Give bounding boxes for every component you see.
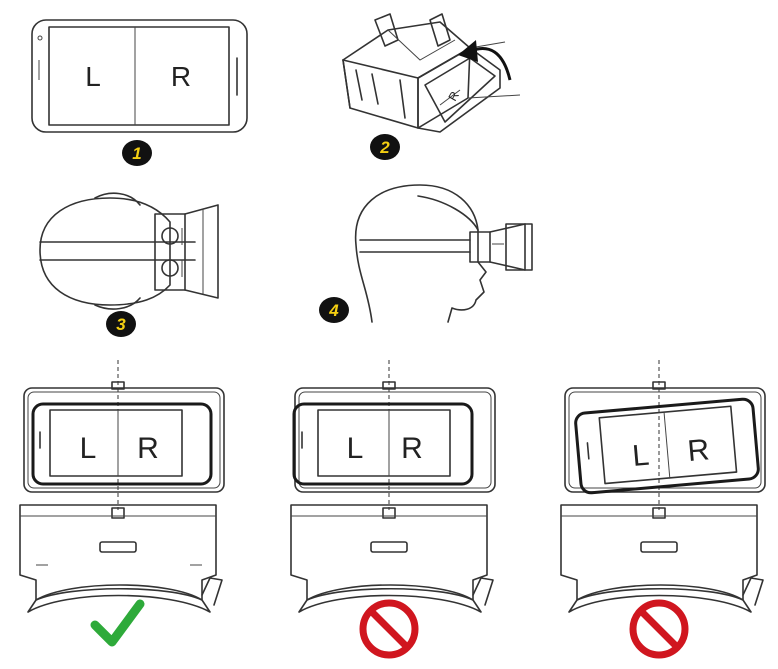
status-prohibited-2 [629, 599, 689, 659]
step-2-number: 2 [379, 138, 390, 157]
placement-2-left-label: L [347, 432, 364, 465]
checkmark-icon [90, 599, 145, 647]
rotate-arrow-icon [458, 40, 478, 62]
step-1-number: 1 [132, 144, 141, 163]
placement-tilted: L R [560, 360, 766, 613]
prohibited-icon [359, 599, 419, 659]
status-prohibited-1 [359, 599, 419, 659]
step-3-badge: 3 [106, 311, 136, 337]
step-3-number: 3 [116, 315, 126, 334]
step-2-badge: 2 [370, 134, 400, 160]
step-1-left-label: L [85, 61, 101, 92]
step-3-top-view [39, 192, 219, 310]
placement-3-left-label: L [631, 439, 651, 473]
step-4-badge: 4 [319, 297, 349, 323]
placement-1-right-label: R [137, 432, 159, 465]
step-1-badge: 1 [122, 140, 152, 166]
step-2-screen-label: R [445, 89, 462, 104]
step-1-phone: L R [31, 19, 248, 133]
placement-1-left-label: L [80, 432, 97, 465]
step-2-headset: R [342, 13, 521, 133]
step-1-right-label: R [171, 61, 191, 92]
step-4-side-view [354, 184, 533, 323]
placement-shifted: L R [290, 360, 496, 613]
placement-3-right-label: R [686, 433, 710, 468]
placement-2-right-label: R [401, 432, 423, 465]
placement-correct: L R [19, 360, 225, 613]
prohibited-icon [629, 599, 689, 659]
step-4-number: 4 [328, 301, 339, 320]
status-checkmark [90, 599, 145, 647]
